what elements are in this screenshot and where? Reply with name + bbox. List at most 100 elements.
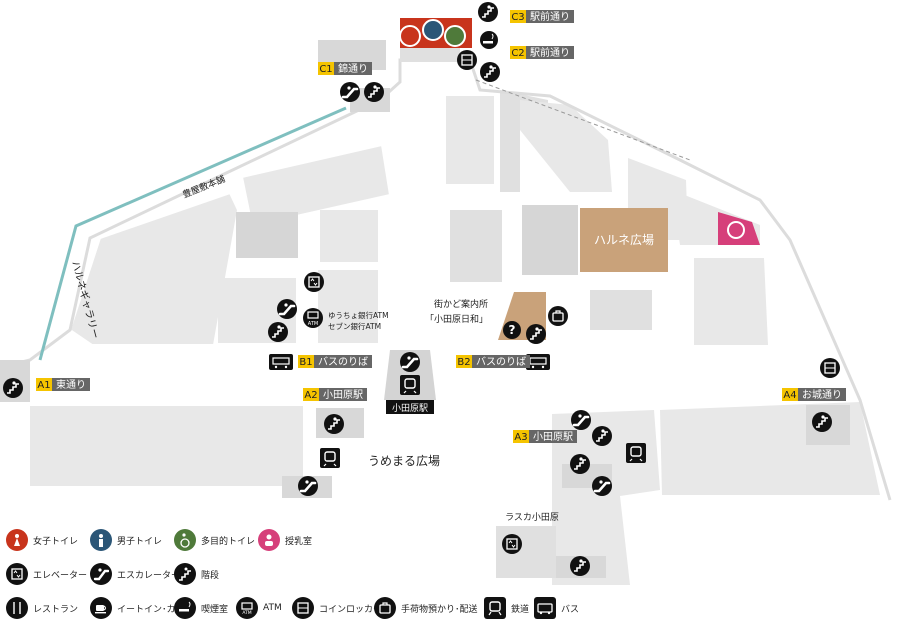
train-icon bbox=[319, 447, 341, 469]
legend-item: ATM ATM bbox=[236, 596, 282, 620]
wheelchair-icon bbox=[444, 25, 466, 47]
stairs-icon bbox=[363, 81, 385, 103]
exit-tag-a3[interactable]: A3 小田原駅 bbox=[513, 430, 577, 443]
exit-tag-c2[interactable]: C2 駅前通り bbox=[510, 46, 574, 59]
exit-id: B2 bbox=[457, 357, 470, 368]
info-center-label-1: 街かど案内所 bbox=[434, 298, 488, 310]
stairs-icon bbox=[2, 377, 24, 399]
legend-item: 鉄道 bbox=[484, 596, 529, 620]
elevator-icon bbox=[303, 271, 325, 293]
exit-id: C2 bbox=[511, 48, 524, 59]
legend-label: エスカレーター bbox=[117, 570, 181, 581]
legend-item: エレベーター bbox=[6, 562, 87, 586]
exit-id: C3 bbox=[511, 12, 524, 23]
legend-label: ATM bbox=[263, 603, 282, 613]
exit-label: バスのりば bbox=[476, 356, 526, 368]
escalator-icon bbox=[590, 474, 614, 498]
stairs-icon bbox=[479, 61, 501, 83]
legend-item: イートイン･カフェ bbox=[90, 596, 194, 620]
legend-label: エレベーター bbox=[33, 570, 88, 581]
legend-label: コインロッカー bbox=[319, 604, 383, 615]
harune-plaza-label: ハルネ広場 bbox=[594, 233, 654, 247]
legend-item: レストラン bbox=[6, 596, 78, 620]
legend-label: 喫煙室 bbox=[201, 604, 229, 615]
legend-label: 男子トイレ bbox=[117, 536, 163, 547]
legend: 女子トイレ 男子トイレ 多目的トイレ 授乳室エレベーター エスカレーター 階段レストラン イ… bbox=[0, 518, 898, 622]
train-icon bbox=[484, 597, 506, 619]
man-icon bbox=[422, 19, 444, 41]
legend-label: イートイン･カフェ bbox=[117, 604, 194, 615]
exit-tag-c3[interactable]: C3 駅前通り bbox=[510, 10, 574, 23]
stairs-icon bbox=[591, 425, 613, 447]
exit-label: 小田原駅 bbox=[323, 389, 363, 401]
exit-id: A1 bbox=[37, 380, 50, 391]
exit-id: A3 bbox=[514, 432, 527, 443]
elevator-icon bbox=[6, 563, 28, 585]
escalator-icon bbox=[275, 297, 299, 321]
legend-item: 手荷物預かり･配送 bbox=[374, 596, 478, 620]
legend-item: 男子トイレ bbox=[90, 528, 162, 552]
legend-item: 喫煙室 bbox=[174, 596, 228, 620]
buildings bbox=[9, 58, 892, 585]
atm-label-1: ゆうちょ銀行ATM bbox=[328, 310, 389, 320]
baggage-icon bbox=[374, 597, 396, 619]
exit-label: 東通り bbox=[56, 378, 86, 391]
atm-icon: ATM bbox=[236, 597, 258, 619]
exit-label: バスのりば bbox=[318, 356, 368, 368]
legend-item: 女子トイレ bbox=[6, 528, 78, 552]
exit-label: 駅前通り bbox=[530, 46, 570, 59]
stairs-icon bbox=[267, 321, 289, 343]
smoking-icon bbox=[479, 30, 499, 50]
legend-label: 手荷物預かり･配送 bbox=[401, 604, 478, 615]
stairs-icon bbox=[174, 563, 196, 585]
svg-text:ATM: ATM bbox=[242, 610, 251, 616]
exit-tag-b1[interactable]: B1 バスのりば bbox=[298, 355, 372, 368]
atm-icon bbox=[302, 307, 324, 329]
legend-label: レストラン bbox=[33, 604, 79, 615]
wheelchair-icon bbox=[174, 529, 196, 551]
exit-id: B1 bbox=[299, 357, 312, 368]
odawara-station-center[interactable]: 小田原駅 bbox=[384, 350, 436, 414]
legend-item: バス bbox=[534, 596, 579, 620]
cafe-icon bbox=[90, 597, 112, 619]
exit-tag-b2[interactable]: B2 バスのりば bbox=[456, 355, 530, 368]
legend-label: 女子トイレ bbox=[33, 536, 79, 547]
lasca-label: ラスカ小田原 bbox=[505, 512, 559, 523]
escalator-icon bbox=[90, 563, 112, 585]
woman-icon bbox=[399, 25, 421, 47]
nursing-icon bbox=[258, 529, 280, 551]
legend-label: バス bbox=[561, 604, 580, 615]
info-center-label-2: 「小田原日和」 bbox=[425, 314, 488, 325]
man-icon bbox=[90, 529, 112, 551]
legend-item: 多目的トイレ bbox=[174, 528, 255, 552]
facility-icons[interactable] bbox=[2, 1, 841, 577]
info-icon bbox=[503, 321, 521, 339]
escalator-icon bbox=[569, 408, 593, 432]
legend-item: エスカレーター bbox=[90, 562, 180, 586]
gallery-line bbox=[38, 106, 347, 361]
smoking-icon bbox=[174, 597, 196, 619]
legend-label: 授乳室 bbox=[285, 536, 313, 547]
exit-label: 駅前通り bbox=[530, 10, 570, 23]
baggage-icon bbox=[547, 305, 569, 327]
legend-label: 多目的トイレ bbox=[201, 536, 256, 547]
exit-tag-a1[interactable]: A1 東通り bbox=[36, 378, 90, 391]
legend-item: 階段 bbox=[174, 562, 219, 586]
bus-icon bbox=[534, 597, 556, 619]
locker-icon bbox=[819, 357, 841, 379]
locker-icon bbox=[456, 49, 478, 71]
exit-id: C1 bbox=[319, 64, 332, 75]
legend-item: コインロッカー bbox=[292, 596, 382, 620]
stairs-icon bbox=[477, 1, 499, 23]
legend-item: 授乳室 bbox=[258, 528, 312, 552]
train-icon bbox=[625, 442, 647, 464]
legend-label: 階段 bbox=[201, 570, 220, 581]
exit-label: 小田原駅 bbox=[533, 431, 573, 443]
harune-plaza[interactable]: ハルネ広場 bbox=[580, 208, 668, 272]
stairs-icon bbox=[569, 453, 591, 475]
